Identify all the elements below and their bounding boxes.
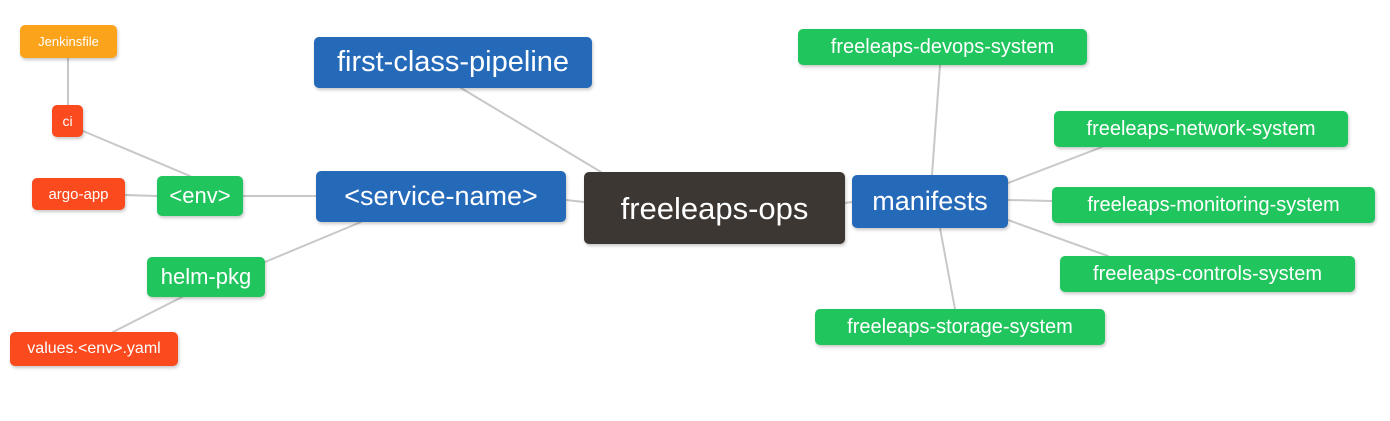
node-freeleaps-ops[interactable]: freeleaps-ops xyxy=(584,172,845,244)
node-values-yaml[interactable]: values.<env>.yaml xyxy=(10,332,178,366)
node-label-freeleaps-network-system: freeleaps-network-system xyxy=(1086,118,1316,140)
node-label-first-class-pipeline: first-class-pipeline xyxy=(336,46,570,78)
node-label-env: <env> xyxy=(169,183,231,208)
node-manifests[interactable]: manifests xyxy=(852,175,1008,228)
edge-freeleaps-ops-to-manifests xyxy=(844,201,853,204)
node-env[interactable]: <env> xyxy=(157,176,243,216)
edge-helm-pkg-to-values-yaml xyxy=(112,296,183,333)
edge-first-class-pipeline-to-freeleaps-ops xyxy=(460,87,602,173)
node-freeleaps-controls-system[interactable]: freeleaps-controls-system xyxy=(1060,256,1355,292)
edge-service-name-to-helm-pkg xyxy=(264,221,362,263)
node-label-freeleaps-controls-system: freeleaps-controls-system xyxy=(1093,263,1322,285)
node-service-name[interactable]: <service-name> xyxy=(316,171,566,222)
node-argo-app[interactable]: argo-app xyxy=(32,178,125,210)
edge-manifests-to-freeleaps-controls-system xyxy=(1007,219,1109,257)
node-label-freeleaps-ops: freeleaps-ops xyxy=(620,190,809,226)
node-freeleaps-devops-system[interactable]: freeleaps-devops-system xyxy=(798,29,1087,65)
edge-argo-app-to-env xyxy=(124,194,158,197)
edge-manifests-to-freeleaps-monitoring-system xyxy=(1007,199,1053,202)
node-jenkinsfile[interactable]: Jenkinsfile xyxy=(20,25,117,58)
node-label-ci: ci xyxy=(62,113,73,129)
node-freeleaps-network-system[interactable]: freeleaps-network-system xyxy=(1054,111,1348,147)
edge-service-name-to-freeleaps-ops xyxy=(565,199,585,203)
node-label-helm-pkg: helm-pkg xyxy=(160,264,252,289)
node-label-argo-app: argo-app xyxy=(48,185,109,203)
node-label-freeleaps-monitoring-system: freeleaps-monitoring-system xyxy=(1087,194,1340,216)
node-first-class-pipeline[interactable]: first-class-pipeline xyxy=(314,37,592,88)
node-label-freeleaps-storage-system: freeleaps-storage-system xyxy=(847,316,1073,338)
node-helm-pkg[interactable]: helm-pkg xyxy=(147,257,265,297)
node-freeleaps-storage-system[interactable]: freeleaps-storage-system xyxy=(815,309,1105,345)
node-label-values-yaml: values.<env>.yaml xyxy=(27,340,161,357)
node-ci[interactable]: ci xyxy=(52,105,83,137)
edge-manifests-to-freeleaps-devops-system xyxy=(931,64,941,176)
edge-manifests-to-freeleaps-network-system xyxy=(1007,146,1103,184)
node-label-jenkinsfile: Jenkinsfile xyxy=(38,34,99,49)
node-freeleaps-monitoring-system[interactable]: freeleaps-monitoring-system xyxy=(1052,187,1375,223)
node-label-manifests: manifests xyxy=(872,186,988,216)
node-label-service-name: <service-name> xyxy=(344,181,538,211)
node-label-freeleaps-devops-system: freeleaps-devops-system xyxy=(830,36,1055,58)
edge-manifests-to-freeleaps-storage-system xyxy=(939,227,956,310)
edge-ci-to-env xyxy=(82,130,191,177)
